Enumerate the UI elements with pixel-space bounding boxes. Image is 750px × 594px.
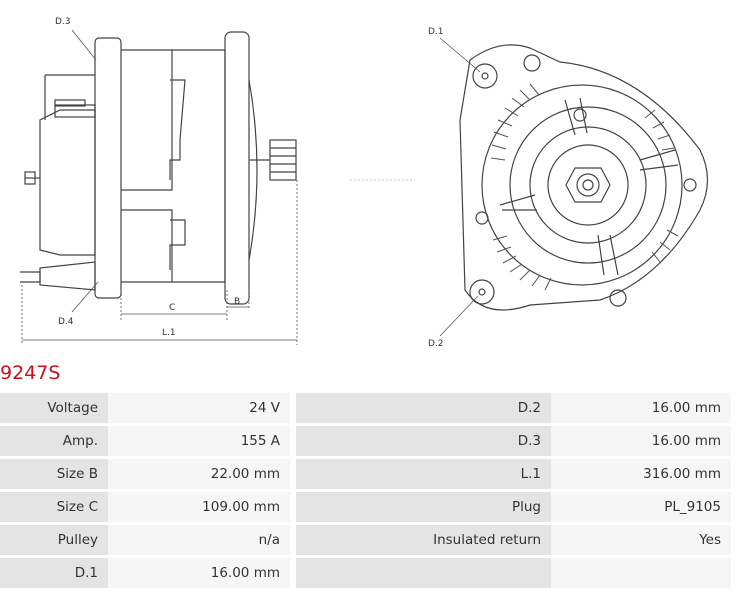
table-row: Amp. 155 A D.3 16.00 mm (0, 426, 731, 456)
label-l1: L.1 (162, 328, 176, 338)
label-d4: D.4 (58, 317, 74, 327)
spec-key: D.1 (0, 558, 108, 588)
label-d3: D.3 (55, 17, 71, 27)
spec-value: 16.00 mm (551, 426, 731, 456)
label-c: C (169, 303, 175, 313)
spec-key: L.1 (296, 459, 551, 489)
spec-value: 22.00 mm (108, 459, 290, 489)
spec-value: 109.00 mm (108, 492, 290, 522)
spec-value: 155 A (108, 426, 290, 456)
side-view (20, 31, 297, 305)
spec-key (296, 558, 551, 588)
cooling-slots (490, 83, 679, 291)
label-b: B (234, 297, 240, 307)
spec-key: Plug (296, 492, 551, 522)
spec-key: Voltage (0, 393, 108, 423)
part-number: 9247S (0, 362, 61, 384)
table-row: D.1 16.00 mm (0, 558, 731, 588)
table-row: Pulley n/a Insulated return Yes (0, 525, 731, 555)
spec-key: Size B (0, 459, 108, 489)
technical-drawing: D.3 D.4 C B L.1 D.1 D.2 (20, 17, 709, 349)
table-row: Voltage 24 V D.2 16.00 mm (0, 393, 731, 423)
spec-key: D.3 (296, 426, 551, 456)
spec-key: Pulley (0, 525, 108, 555)
spec-value: 16.00 mm (108, 558, 290, 588)
spec-value: 24 V (108, 393, 290, 423)
spec-value: 316.00 mm (551, 459, 731, 489)
front-leaders (439, 37, 481, 337)
spec-value: PL_9105 (551, 492, 731, 522)
label-d1: D.1 (428, 27, 444, 37)
table-row: Size B 22.00 mm L.1 316.00 mm (0, 459, 731, 489)
specs-table: Voltage 24 V D.2 16.00 mm Amp. 155 A D.3… (0, 390, 731, 591)
table-row: Size C 109.00 mm Plug PL_9105 (0, 492, 731, 522)
spec-value: 16.00 mm (551, 393, 731, 423)
front-view (459, 44, 709, 311)
spec-value: n/a (108, 525, 290, 555)
dimension-lines (21, 29, 298, 345)
spec-key: D.2 (296, 393, 551, 423)
spec-value: Yes (551, 525, 731, 555)
spec-key: Size C (0, 492, 108, 522)
spec-key: Insulated return (296, 525, 551, 555)
spec-key: Amp. (0, 426, 108, 456)
label-d2: D.2 (428, 339, 444, 349)
spec-value (551, 558, 731, 588)
